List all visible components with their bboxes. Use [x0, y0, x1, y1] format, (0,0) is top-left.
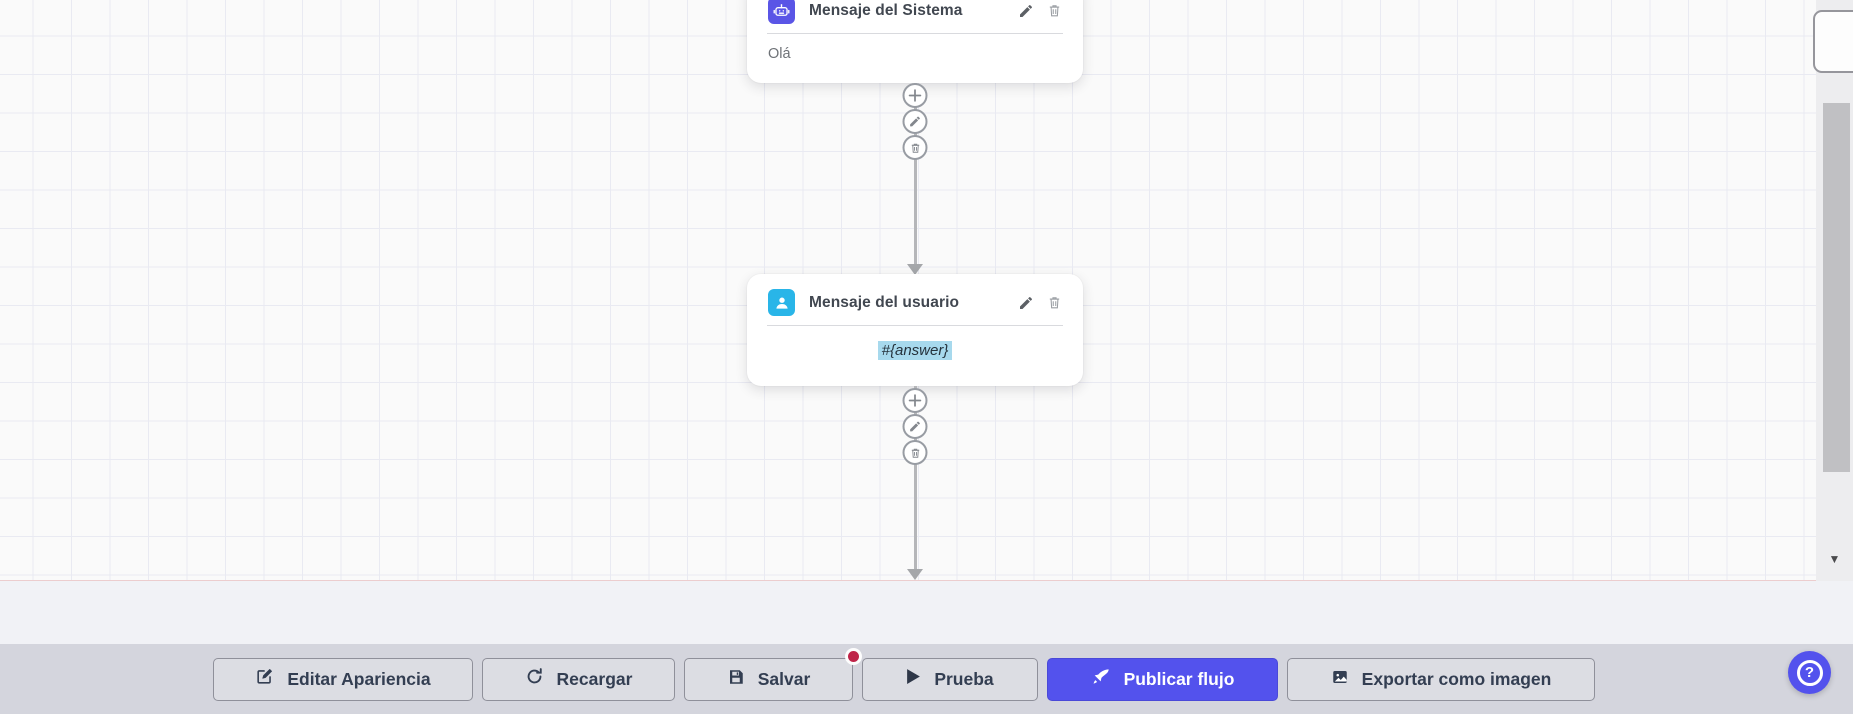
node-title: Mensaje del usuario: [809, 293, 960, 311]
connector-line: [913, 83, 917, 271]
divider: [767, 33, 1063, 34]
node-content: Olá: [768, 46, 791, 62]
connector-arrow-icon: [907, 569, 923, 580]
flow-canvas[interactable]: Mensaje del Sistema Olá: [0, 0, 1816, 581]
node-header: Mensaje del usuario: [747, 274, 1083, 316]
divider: [767, 325, 1063, 326]
add-node-button[interactable]: [902, 83, 928, 108]
answer-variable-chip[interactable]: #{answer}: [877, 341, 953, 360]
connector-line: [913, 386, 917, 576]
reload-button[interactable]: Recargar: [482, 657, 675, 701]
node-user-message[interactable]: Mensaje del usuario #{answer}: [747, 274, 1083, 386]
button-label: Exportar como imagen: [1361, 668, 1552, 689]
refresh-icon: [525, 667, 544, 691]
rocket-icon: [1091, 667, 1111, 692]
publish-flow-button[interactable]: Publicar flujo: [1047, 657, 1278, 701]
help-button[interactable]: ?: [1788, 651, 1831, 694]
edit-appearance-button[interactable]: Editar Apariencia: [213, 657, 473, 701]
scroll-top-panel: [1813, 10, 1853, 73]
add-node-button[interactable]: [902, 388, 928, 413]
node-header: Mensaje del Sistema: [747, 0, 1083, 24]
button-label: Publicar flujo: [1123, 668, 1235, 689]
scrollbar-thumb[interactable]: [1823, 103, 1850, 472]
button-label: Prueba: [934, 668, 994, 689]
button-label: Editar Apariencia: [287, 668, 431, 689]
user-icon: [768, 289, 795, 316]
edit-connection-button[interactable]: [902, 414, 928, 439]
button-label: Salvar: [757, 668, 811, 689]
node-system-message[interactable]: Mensaje del Sistema Olá: [747, 0, 1083, 83]
node-title: Mensaje del Sistema: [809, 1, 963, 19]
edit-square-icon: [255, 667, 274, 691]
image-icon: [1331, 668, 1349, 691]
bottom-toolbar: Editar Apariencia Recargar Salvar: [0, 644, 1853, 714]
question-mark-icon: ?: [1796, 659, 1823, 686]
edit-connection-button[interactable]: [902, 109, 928, 134]
vertical-scrollbar[interactable]: ▼: [1813, 0, 1853, 581]
scroll-down-arrow-icon[interactable]: ▼: [1828, 552, 1841, 566]
delete-node-button[interactable]: [1047, 294, 1062, 311]
export-image-button[interactable]: Exportar como imagen: [1287, 657, 1595, 701]
play-icon: [906, 668, 921, 690]
test-button[interactable]: Prueba: [862, 657, 1038, 701]
delete-node-button[interactable]: [1047, 2, 1062, 19]
connector: [899, 83, 931, 275]
delete-connection-button[interactable]: [902, 440, 928, 465]
save-icon: [727, 668, 745, 691]
unsaved-changes-badge: [845, 647, 862, 665]
edit-node-button[interactable]: [1018, 3, 1034, 19]
connector-arrow-icon: [907, 264, 923, 275]
edit-node-button[interactable]: [1018, 295, 1034, 311]
connector: [899, 386, 931, 580]
bot-icon: [768, 0, 795, 24]
save-button[interactable]: Salvar: [684, 647, 862, 701]
button-label: Recargar: [556, 668, 633, 689]
delete-connection-button[interactable]: [902, 135, 928, 160]
